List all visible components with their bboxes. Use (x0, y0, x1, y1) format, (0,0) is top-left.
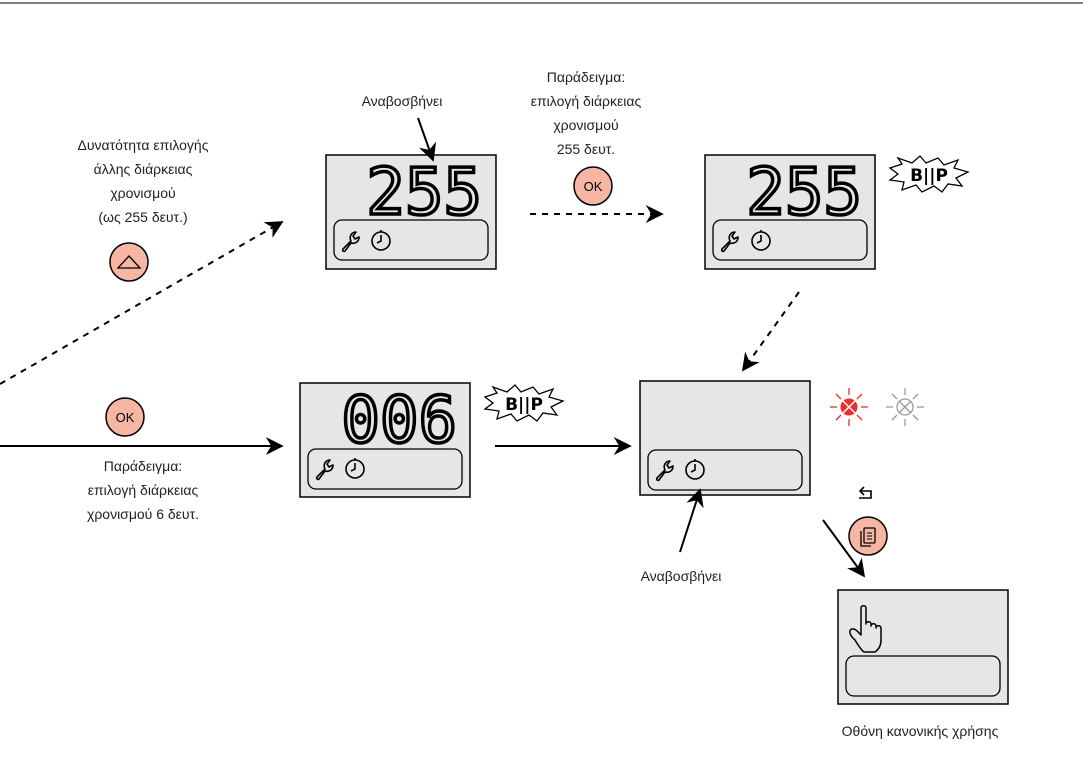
display-top-right-value: 255 (746, 156, 862, 230)
label-top-middle-line2: επιλογή διάρκειας (531, 93, 642, 109)
beep-label-top: B||P (910, 166, 948, 186)
ok-button-top-label: OK (584, 179, 603, 194)
label-top-left-line1: Δυνατότητα επιλογής (78, 137, 209, 153)
up-arrow-icon (116, 255, 142, 269)
label-bottom-left-line3: χρονισμού 6 δευτ. (87, 506, 199, 522)
display-top-middle-value: 255 (366, 156, 482, 230)
display-bottom-right (639, 380, 811, 496)
beep-label-bottom: B||P (505, 395, 543, 415)
ok-button-top[interactable]: OK (573, 166, 613, 206)
label-top-middle-line1: Παράδειγμα: (547, 69, 625, 85)
display-bottom-middle-value: 006 (341, 384, 457, 458)
label-top-left: Δυνατότητα επιλογής άλλης διάρκειας χρον… (78, 137, 209, 225)
label-blinks-top: Αναβοσβήνει (362, 93, 443, 109)
led-red-blinking (830, 388, 868, 426)
label-top-middle-line4: 255 δευτ. (557, 141, 615, 157)
label-top-middle: Παράδειγμα: επιλογή διάρκειας χρονισμού … (531, 69, 642, 157)
ok-button-bottom[interactable]: OK (105, 397, 145, 437)
label-top-left-line2: άλλης διάρκειας (94, 161, 193, 177)
beep-burst-top: B||P (888, 155, 970, 193)
label-top-left-line3: χρονισμού (110, 185, 175, 201)
label-blinks-bottom: Αναβοσβήνει (641, 568, 722, 584)
label-normal-use-screen: Οθόνη κανονικής χρήσης (842, 723, 999, 739)
dashed-arrow-up (0, 221, 284, 385)
back-icon (858, 486, 872, 499)
label-bottom-left-line1: Παράδειγμα: (104, 458, 182, 474)
arrow-to-normal-screen (822, 519, 866, 578)
arrow-blinks-bottom (679, 488, 704, 553)
beep-burst-bottom: B||P (483, 384, 565, 422)
led-grey-blinking (886, 388, 924, 426)
dashed-arrow-down (741, 291, 800, 372)
label-top-middle-line3: χρονισμού (553, 117, 618, 133)
arrow-blinks-top (417, 117, 437, 162)
display-normal-use (837, 589, 1009, 705)
display-top-right: 255 (704, 154, 876, 270)
ok-button-bottom-label: OK (116, 410, 135, 425)
menu-button[interactable] (848, 516, 888, 556)
hand-pointer-icon (849, 605, 882, 653)
display-bottom-middle: 006 (299, 382, 471, 498)
label-bottom-left-line2: επιλογή διάρκειας (88, 482, 199, 498)
label-top-left-line4: (ως 255 δευτ.) (98, 209, 187, 225)
label-bottom-left: Παράδειγμα: επιλογή διάρκειας χρονισμού … (87, 458, 199, 522)
up-button[interactable] (109, 242, 149, 282)
display-top-middle: 255 (325, 154, 497, 270)
menu-icon (860, 527, 876, 547)
